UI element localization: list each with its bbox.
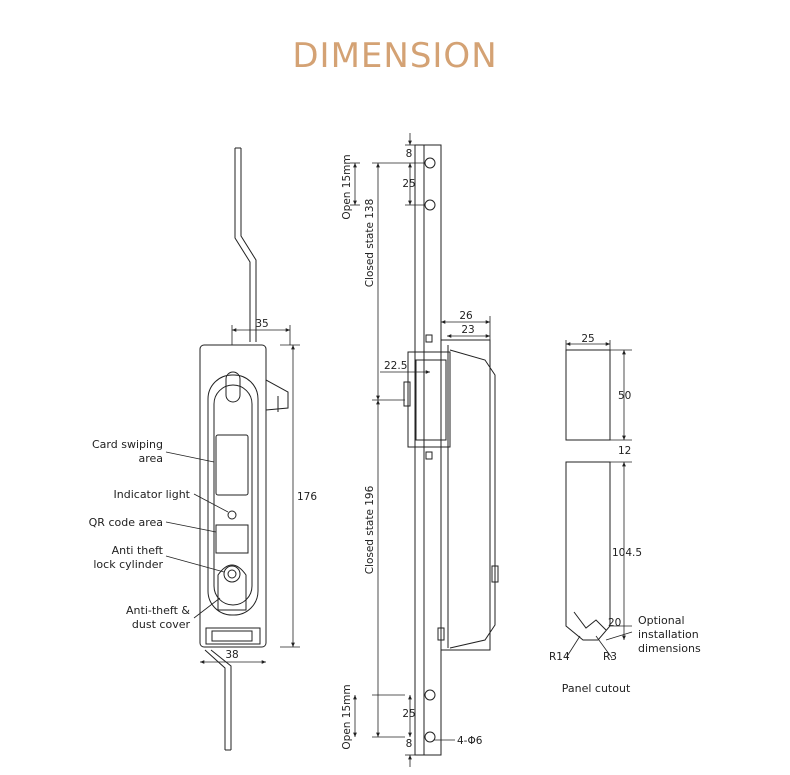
front-view	[199, 147, 289, 751]
dim-cutout-gap: 12	[618, 445, 631, 457]
front-dimensions	[165, 325, 300, 664]
dim-top-width: 35	[255, 318, 268, 330]
callout-card-1: Card swiping	[92, 438, 163, 451]
note-line-3: dimensions	[638, 642, 701, 655]
side-housing	[441, 339, 491, 651]
side-handle	[407, 351, 451, 448]
side-dimensions	[350, 133, 491, 767]
handle-slot	[225, 371, 241, 403]
dim-closed-bottom: Closed state 196	[364, 485, 376, 574]
cutout-upper	[565, 349, 611, 441]
dim-r-small: R3	[603, 651, 617, 663]
dust-cover	[217, 564, 247, 611]
dim-holes: 4-Φ6	[457, 735, 483, 747]
side-view	[403, 144, 499, 756]
hole-4	[424, 731, 436, 743]
cutout-lower	[565, 461, 611, 641]
dim-open-bottom: Open 15mm	[341, 684, 353, 749]
dim-closed-top: Closed state 138	[364, 199, 376, 288]
dim-height: 176	[297, 491, 317, 503]
callout-dust-1: Anti-theft &	[126, 604, 190, 617]
dim-top-gap: 8	[406, 148, 413, 160]
cutout-labels: 25 50 12 104.5 20 R14 R3 Optional instal…	[549, 333, 701, 695]
dim-open-top: Open 15mm	[341, 154, 353, 219]
callout-lock-2: lock cylinder	[93, 558, 163, 571]
side-latch	[265, 379, 289, 411]
panel-cutout	[565, 349, 611, 641]
card-area	[215, 434, 249, 496]
dim-cutout-width: 25	[581, 333, 594, 345]
indicator-light	[227, 510, 237, 520]
callout-lock-1: Anti theft	[112, 544, 164, 557]
handle-frame	[207, 374, 259, 616]
dim-cutout-upper: 50	[618, 390, 631, 402]
qr-area	[215, 524, 249, 554]
dim-cutout-lower: 104.5	[612, 547, 642, 559]
dim-body-depth: 26	[459, 310, 473, 322]
dim-bottom-spacing: 25	[402, 708, 415, 720]
callout-indicator: Indicator light	[114, 488, 191, 501]
top-rod	[234, 148, 257, 342]
side-plate	[414, 144, 442, 756]
callout-card-2: area	[138, 452, 163, 465]
hole-3	[424, 689, 436, 701]
dim-body-inner: 23	[461, 324, 474, 336]
hole-2	[424, 199, 436, 211]
note-line-1: Optional	[638, 614, 685, 627]
lock-body	[199, 344, 267, 648]
bottom-plate	[205, 627, 261, 645]
lock-cylinder	[223, 565, 241, 583]
callout-dust-2: dust cover	[132, 618, 191, 631]
dim-bottom-width: 38	[225, 649, 238, 661]
bottom-rod	[204, 649, 232, 750]
hole-1	[424, 157, 436, 169]
callout-qr: QR code area	[89, 516, 163, 529]
dim-cutout-corner: 20	[608, 617, 621, 629]
side-dim-labels: 8 25 Open 15mm Closed state 138 26 23 22…	[341, 148, 483, 750]
cutout-caption: Panel cutout	[562, 682, 631, 695]
dim-handle-offset: 22.5	[384, 360, 407, 372]
page-title: DIMENSION	[292, 36, 498, 76]
dim-top-spacing: 25	[402, 178, 415, 190]
front-dim-labels: 35 176 38 Card swiping area Indicator li…	[89, 318, 318, 661]
note-line-2: installation	[638, 628, 699, 641]
dim-r-large: R14	[549, 651, 570, 663]
cutout-dimensions	[565, 340, 633, 659]
dim-bottom-gap: 8	[406, 738, 413, 750]
